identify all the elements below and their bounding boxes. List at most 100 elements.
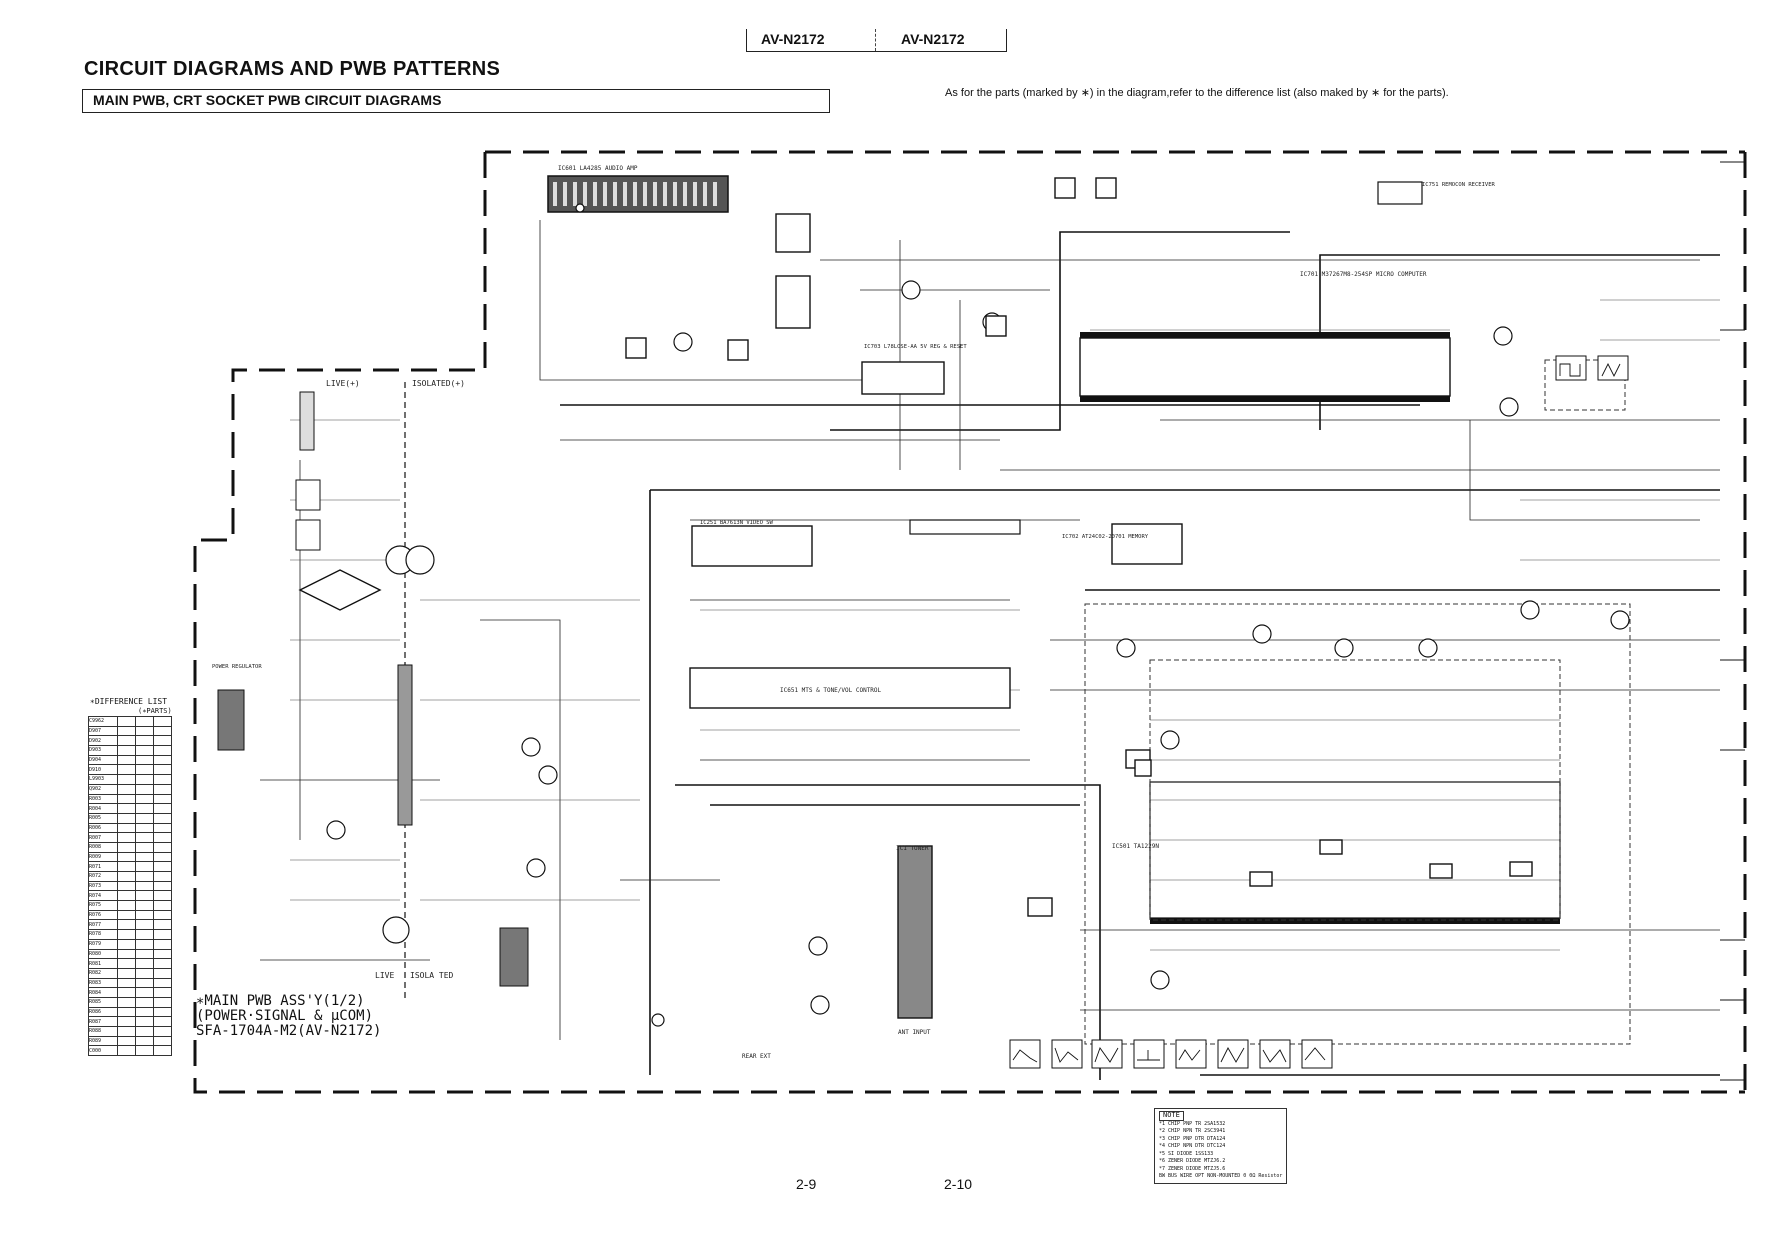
difference-list-cell [117, 812, 136, 824]
difference-list-cell [135, 871, 154, 882]
difference-list-cell [153, 871, 172, 882]
difference-list-cell [117, 871, 136, 882]
difference-list-row: R089 [88, 1035, 172, 1047]
difference-list-part: R080 [88, 948, 118, 960]
difference-list-part: C9962 [88, 716, 118, 727]
isolated-bottom-label: ISOLA TED [410, 971, 454, 980]
difference-list-cell [135, 1035, 154, 1047]
difference-list-cell [117, 996, 136, 1008]
difference-list-cell [117, 958, 136, 969]
difference-list-part: R081 [88, 958, 118, 969]
difference-list-cell [117, 725, 136, 737]
video-sw-label: IC251 BA7613N VIDEO SW [700, 520, 774, 526]
difference-list-cell [135, 919, 154, 931]
notes-legend: NOTE *1 CHIP PNP TR 2SA1532*2 CHIP NPN T… [1154, 1108, 1288, 1184]
difference-list-cell [153, 958, 172, 969]
difference-list-cell [135, 958, 154, 969]
difference-list-cell [135, 812, 154, 824]
difference-list-cell [117, 764, 136, 776]
difference-list-cell [117, 803, 136, 814]
difference-list-row: R084 [88, 987, 172, 998]
difference-list-part: R079 [88, 938, 118, 950]
difference-list-part: R074 [88, 890, 118, 902]
difference-list-cell [117, 967, 136, 979]
difference-list-cell [153, 735, 172, 747]
remocon-label: IC751 REMOCON RECEIVER [1422, 182, 1496, 188]
assembly-label: ∗MAIN PWB ASS'Y(1/2) (POWER·SIGNAL & μCO… [196, 993, 382, 1039]
mts-label: IC651 MTS & TONE/VOL CONTROL [780, 687, 882, 694]
difference-list-cell [117, 735, 136, 747]
difference-list-cell [135, 987, 154, 998]
difference-list-part: R009 [88, 851, 118, 863]
difference-list-row: R007 [88, 832, 172, 843]
difference-list-part: R073 [88, 880, 118, 892]
difference-list-part: R078 [88, 929, 118, 940]
difference-list-cell [117, 841, 136, 853]
difference-list-cell [135, 851, 154, 863]
difference-list-cell [135, 725, 154, 737]
difference-list-row: R087 [88, 1016, 172, 1027]
difference-list-cell [117, 1016, 136, 1027]
notes-item: *2 CHIP NPN TR 2SC3941 [1159, 1128, 1226, 1134]
difference-list-cell [135, 909, 154, 921]
signal-ic-block [1149, 781, 1561, 919]
difference-list-cell [153, 938, 172, 950]
difference-list-cell [135, 803, 154, 814]
signal-ic-label: IC501 TA1229N [1112, 843, 1159, 850]
difference-list-part: R072 [88, 871, 118, 882]
difference-list-cell [135, 764, 154, 776]
difference-list-row: D903 [88, 745, 172, 756]
difference-list-cell [153, 754, 172, 766]
audio-amp-ic [547, 175, 729, 213]
difference-list-part: R008 [88, 841, 118, 853]
difference-list-cell [135, 861, 154, 872]
difference-list-cell [117, 900, 136, 911]
difference-list-row: R080 [88, 948, 172, 960]
difference-list-part: R006 [88, 822, 118, 834]
difference-list-cell [135, 977, 154, 989]
page-number-right: 2-10 [944, 1176, 973, 1192]
section-title-box: MAIN PWB, CRT SOCKET PWB CIRCUIT DIAGRAM… [82, 89, 830, 113]
difference-list-cell [153, 890, 172, 902]
memory-label: IC702 AT24C02-20701 MEMORY [1062, 534, 1149, 540]
difference-list-row: R088 [88, 1026, 172, 1037]
difference-list-cell [117, 745, 136, 756]
difference-list-parts-label: (∗PARTS) [138, 707, 172, 715]
rear-ext-label: REAR EXT [742, 1053, 771, 1060]
regulator-ic [861, 361, 945, 395]
video-switch-ic [691, 525, 813, 567]
difference-list-cell [153, 900, 172, 911]
difference-list-cell [135, 996, 154, 1008]
difference-list-cell [117, 880, 136, 892]
difference-list-part: L9903 [88, 774, 118, 785]
transistors [326, 203, 1630, 1027]
difference-list-cell [135, 745, 154, 756]
difference-list-part: R005 [88, 812, 118, 824]
difference-list-cell [153, 987, 172, 998]
notes-item: *5 SI DIODE 1SS133 [1159, 1150, 1214, 1157]
difference-list-cell [153, 1045, 172, 1057]
difference-list-part: R077 [88, 919, 118, 931]
difference-list-cell [117, 977, 136, 989]
difference-list-cell [153, 977, 172, 989]
difference-list-part: Q902 [88, 783, 118, 795]
difference-list-row: R008 [88, 841, 172, 853]
tuner-module [897, 845, 933, 1019]
difference-list-row: R074 [88, 890, 172, 902]
difference-list-cell [135, 774, 154, 785]
difference-list-cell [117, 890, 136, 902]
micro-label: IC701 M37267M8-254SP MICRO COMPUTER [1300, 271, 1427, 278]
difference-list-part: R003 [88, 793, 118, 805]
difference-list-cell [117, 909, 136, 921]
difference-list-cell [135, 1006, 154, 1018]
power-reg-label: POWER REGULATOR [212, 664, 262, 670]
difference-list-cell [135, 793, 154, 805]
difference-list-cell [153, 1035, 172, 1047]
difference-list-cell [117, 774, 136, 785]
regulator-label: IC703 L78LOSE-AA 5V REG & RESET [864, 344, 967, 350]
difference-list-cell [117, 938, 136, 950]
page-title: CIRCUIT DIAGRAMS AND PWB PATTERNS [84, 58, 501, 80]
difference-list-cell [117, 1045, 136, 1057]
difference-list-cell [153, 783, 172, 795]
difference-list-part: D904 [88, 754, 118, 766]
